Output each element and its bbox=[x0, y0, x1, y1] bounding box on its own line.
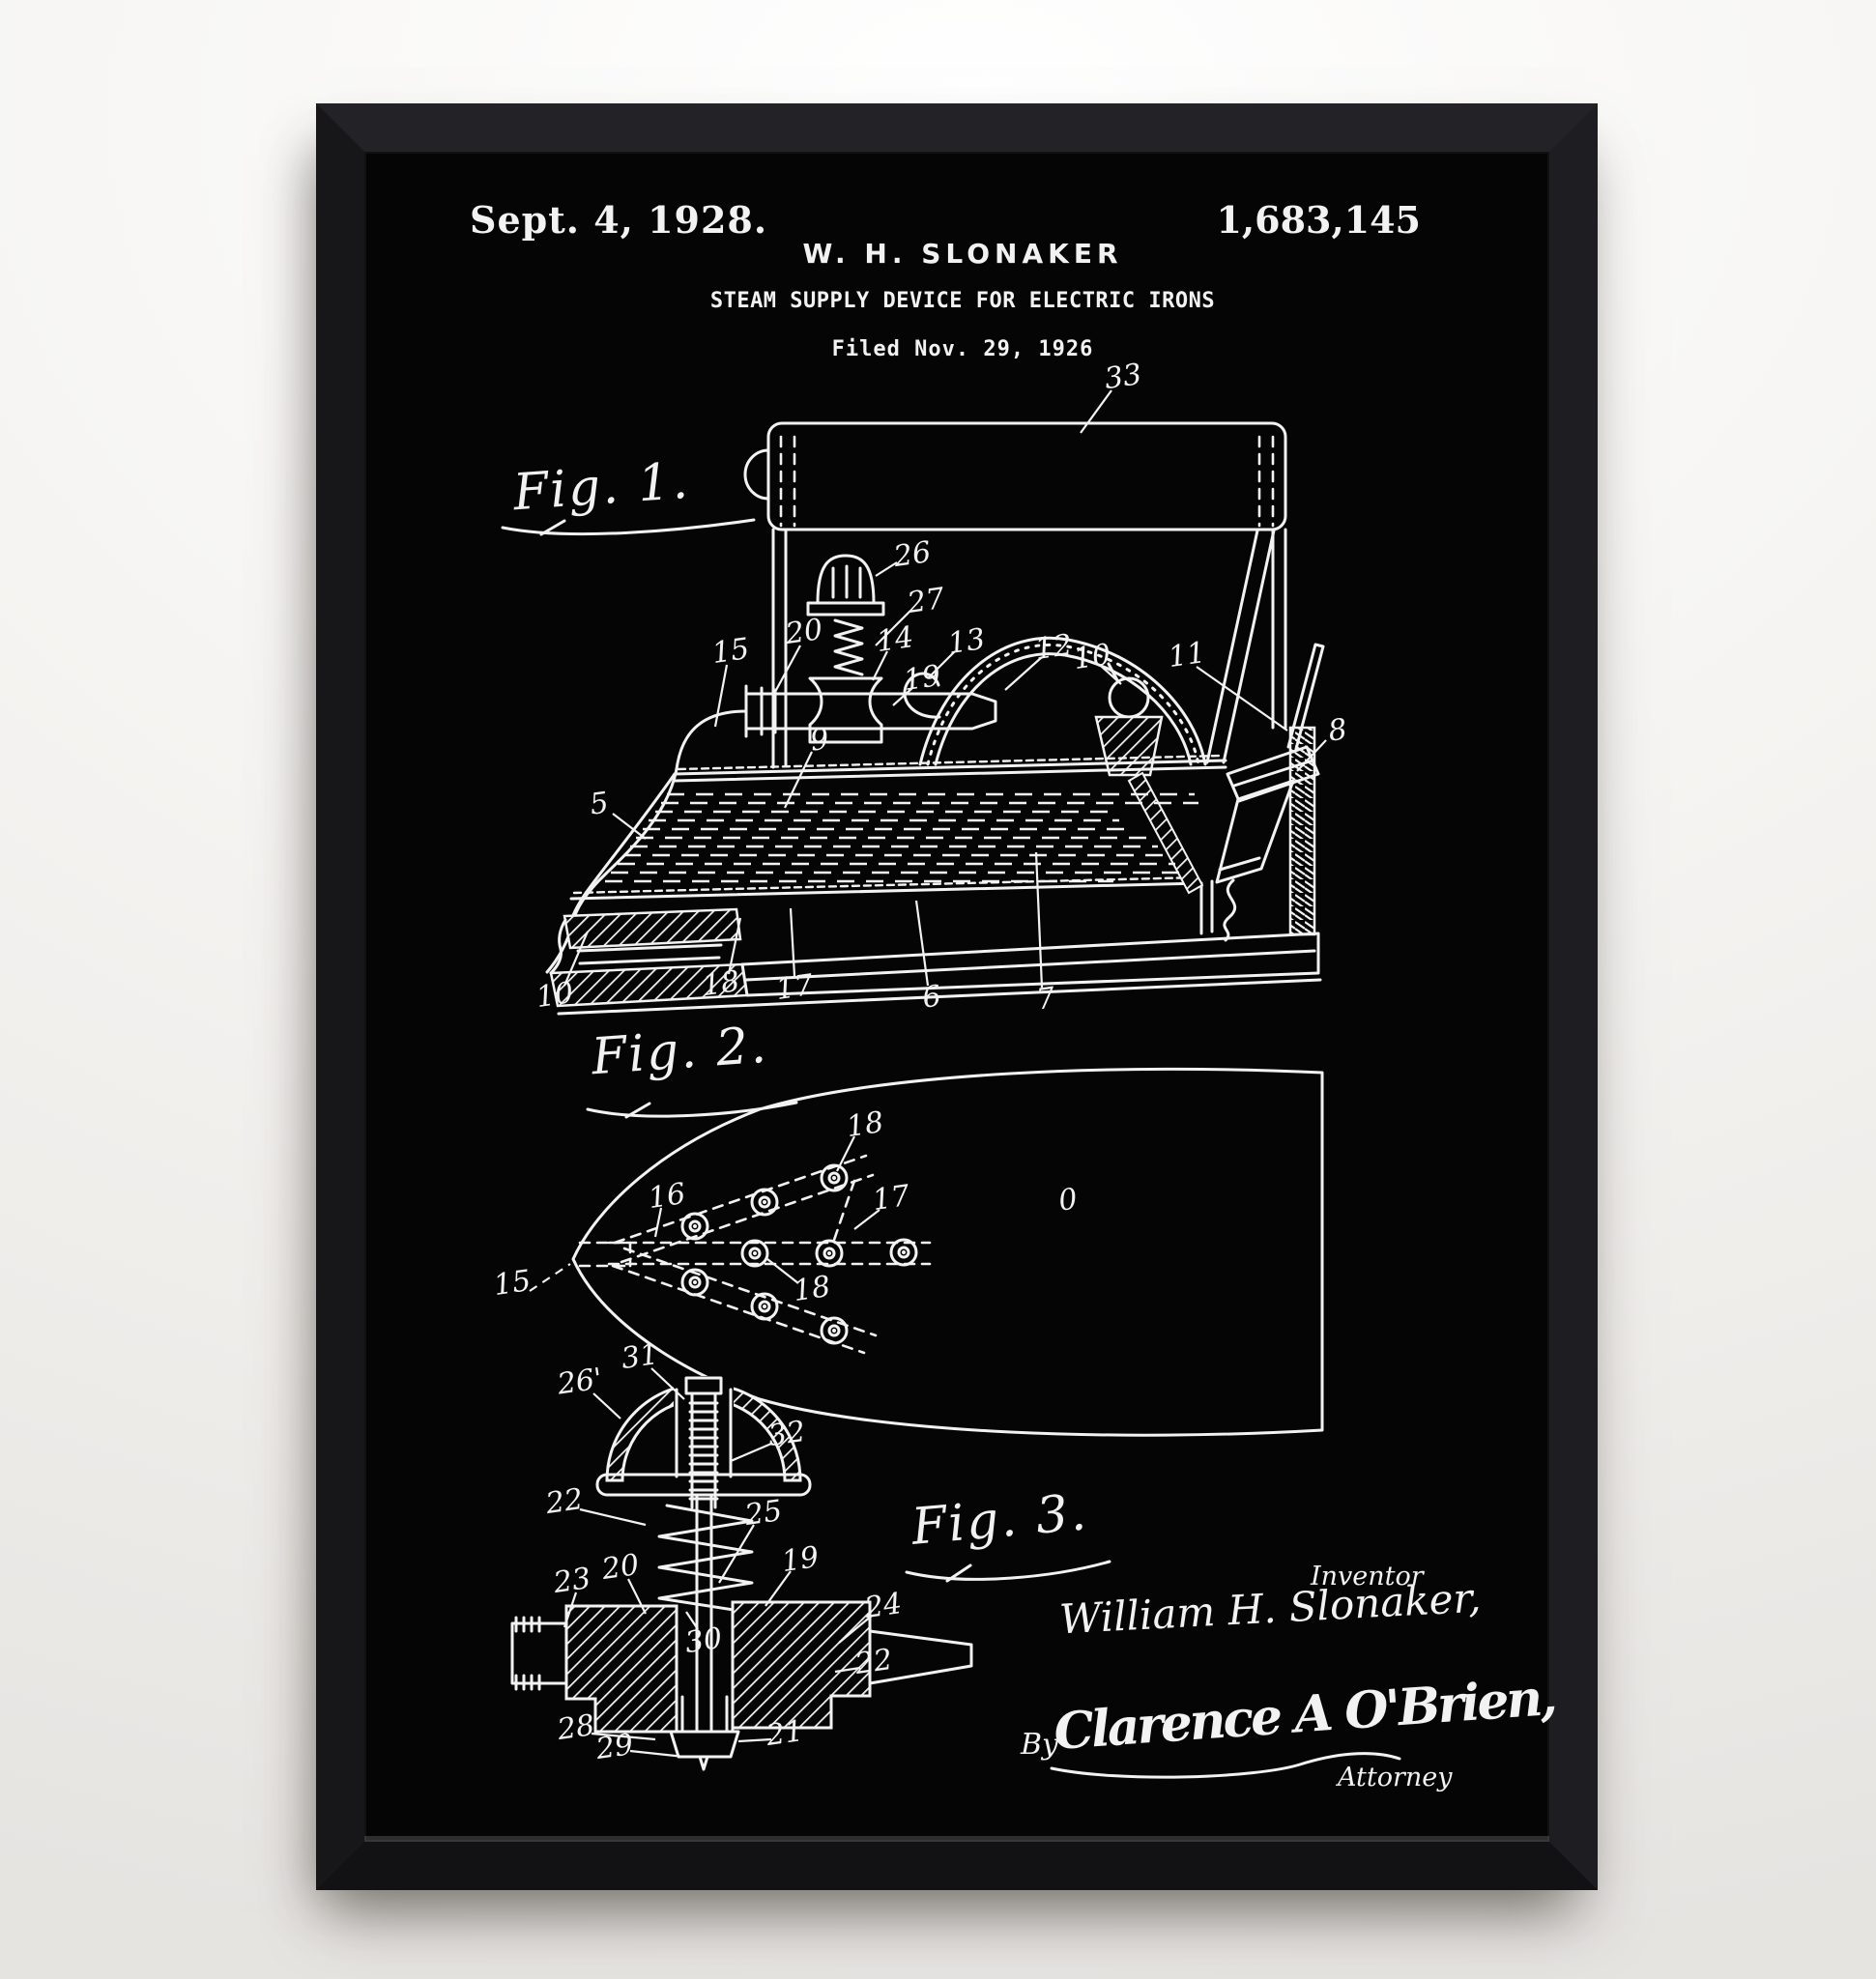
by-label: By bbox=[1021, 1728, 1058, 1762]
fig1-caption: Fig. 1. bbox=[511, 451, 692, 523]
inventor-label: Inventor bbox=[1311, 1562, 1424, 1592]
patent-title: STEAM SUPPLY DEVICE FOR ELECTRIC IRONS bbox=[709, 289, 1216, 313]
filed-date: Filed Nov. 29, 1926 bbox=[831, 337, 1094, 361]
issue-date: Sept. 4, 1928. bbox=[470, 198, 768, 242]
attorney-label: Attorney bbox=[1338, 1763, 1453, 1793]
fig2-caption: Fig. 2. bbox=[590, 1016, 770, 1087]
inventor-header: W. H. SLONAKER bbox=[802, 238, 1123, 270]
patent-number: 1,683,145 bbox=[1216, 198, 1421, 242]
